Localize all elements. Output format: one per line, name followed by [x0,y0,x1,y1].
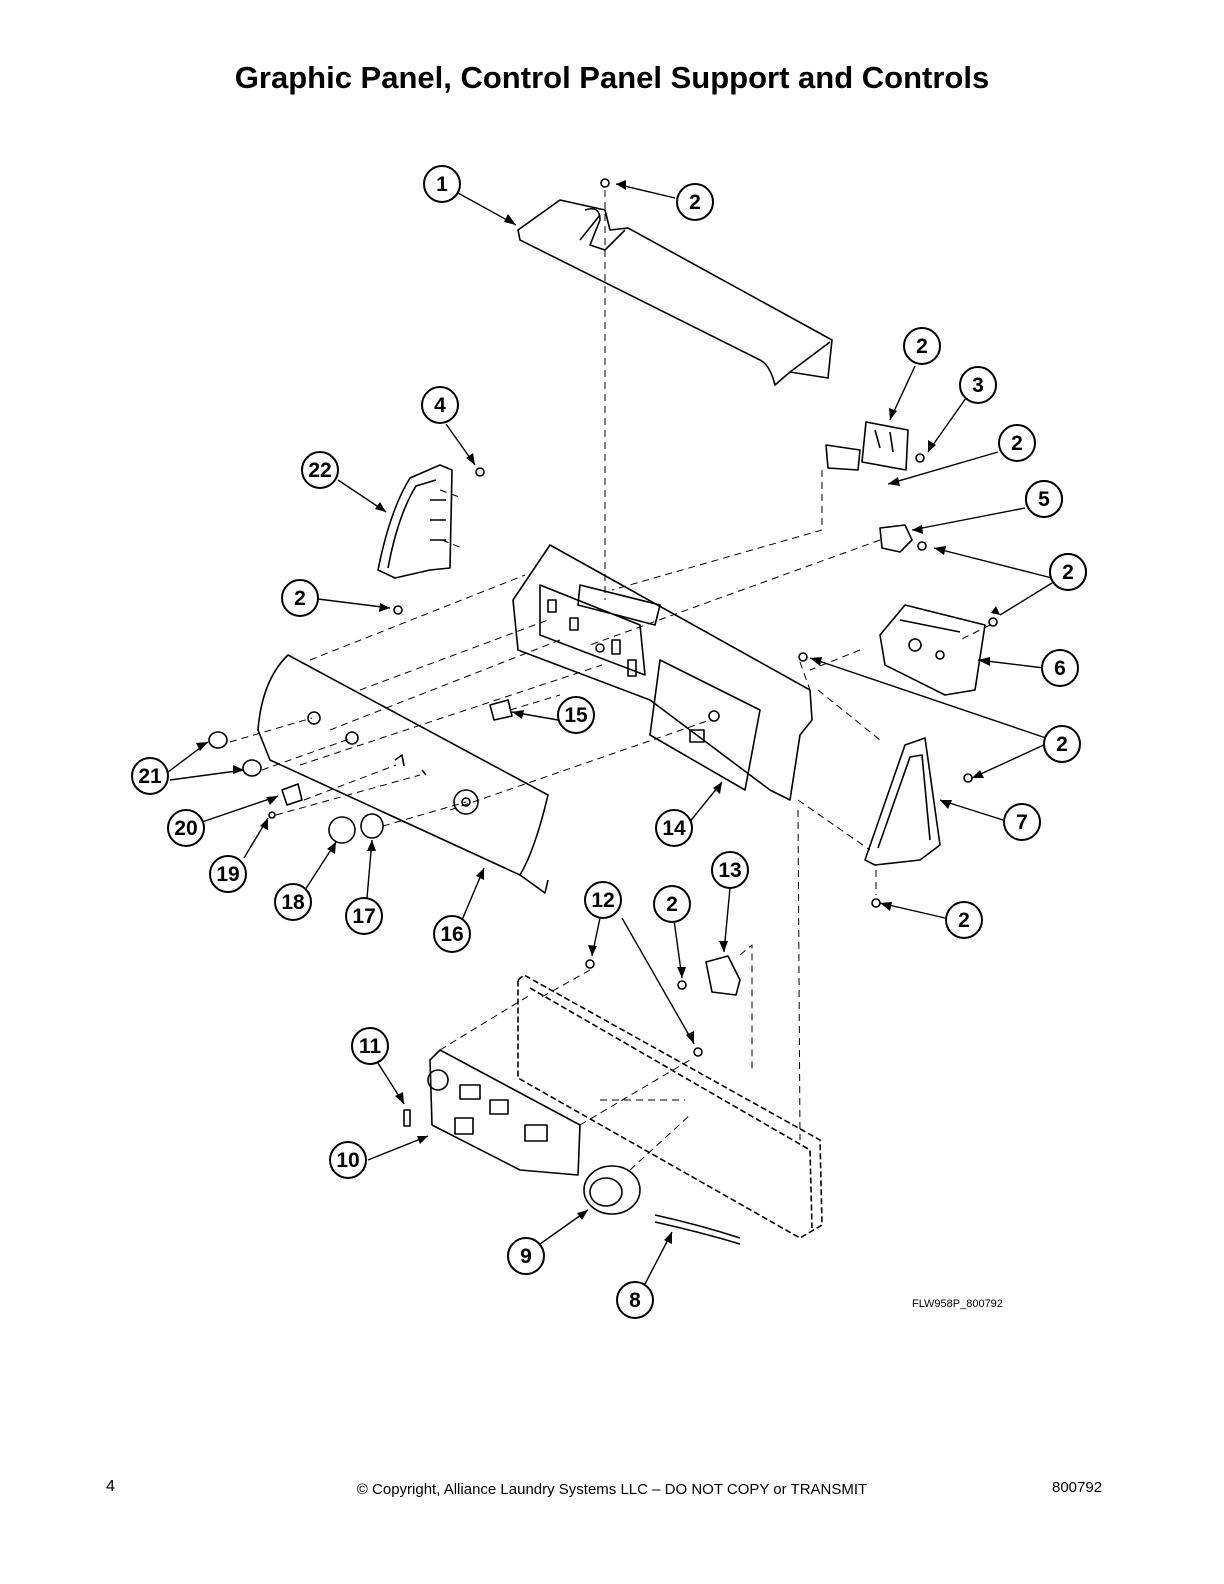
page-number: 4 [106,1478,115,1495]
callout-circle [945,901,983,939]
callout-circle [167,809,205,847]
callout-number: 2 [1011,432,1023,455]
callout-circle [507,1237,545,1275]
figure-id: FLW958P_800792 [912,1298,1003,1310]
assembly-dashed-lines [229,190,991,1171]
callout-number: 15 [564,704,588,727]
callout-number: 21 [138,765,162,788]
callout-number: 4 [434,394,446,417]
callout-number: 5 [1038,488,1050,511]
leader-lines [167,183,1053,1285]
lower-support-tray-part [517,974,823,1239]
small-bracket-part [879,524,913,553]
callout-number: 2 [666,893,678,916]
callout-number: 18 [281,891,305,914]
callout-circle [676,183,714,221]
callout-number: 16 [440,923,463,946]
left-end-cap-part [377,464,453,579]
callout-circle [903,327,941,365]
callout-circle [351,1027,389,1065]
leader-arrowheads [196,180,1000,1244]
callout-number: 11 [359,1035,382,1058]
console-cover-part [517,199,833,386]
page-title: Graphic Panel, Control Panel Support and… [234,60,990,95]
callout-circle [345,897,383,935]
callout-number: 20 [174,817,197,840]
knob-parts [208,699,513,844]
callout-number: 6 [1054,657,1066,680]
callout-number: 19 [216,863,239,886]
callout-group: 1223242225226227152114201918171613122211… [131,165,1087,1319]
callout-circle [209,855,247,893]
switch-part [825,421,909,471]
callout-circle [1049,553,1087,591]
callout-circle [131,757,169,795]
copyright-notice: © Copyright, Alliance Laundry Systems LL… [356,1481,868,1498]
callout-number: 22 [308,459,331,482]
timer-part [879,604,986,696]
callout-circle [301,451,339,489]
callout-circle [584,881,622,919]
selector-switch-part [583,1165,641,1215]
callout-number: 2 [1062,561,1074,584]
callout-number: 7 [1016,811,1028,834]
callout-number: 3 [972,374,984,397]
callout-number: 17 [352,905,375,928]
harness-part [654,1214,741,1245]
callout-circle [281,579,319,617]
control-board-part [427,1049,581,1176]
callout-circle [711,851,749,889]
callout-number: 12 [591,889,614,912]
callout-number: 9 [520,1245,532,1268]
graphic-panel-part [257,654,549,894]
callout-number: 2 [689,191,701,214]
callout-circle [998,424,1036,462]
callout-number: 8 [629,1289,641,1312]
callout-number: 2 [958,909,970,932]
callout-circle [423,165,461,203]
callout-number: 14 [662,817,686,840]
callout-circle [274,883,312,921]
right-end-cap-part [864,737,941,866]
callout-circle [653,885,691,923]
callout-circle [616,1281,654,1319]
control-panel-support-part [512,544,813,801]
callout-number: 13 [718,859,741,882]
callout-circle [959,366,997,404]
relay-part [705,955,741,996]
callout-number: 10 [336,1149,359,1172]
callout-number: 2 [1056,733,1068,756]
callout-circle [655,809,693,847]
callout-circle [421,386,459,424]
callout-circle [329,1141,367,1179]
document-number: 800792 [1052,1479,1103,1496]
callout-number: 1 [436,173,448,196]
callout-circle [1041,649,1079,687]
callout-circle [433,915,471,953]
callout-circle [1003,803,1041,841]
callout-number: 2 [294,587,306,610]
callout-circle [1025,480,1063,518]
callout-circle [1043,725,1081,763]
callout-circle [557,696,595,734]
callout-number: 2 [916,335,928,358]
